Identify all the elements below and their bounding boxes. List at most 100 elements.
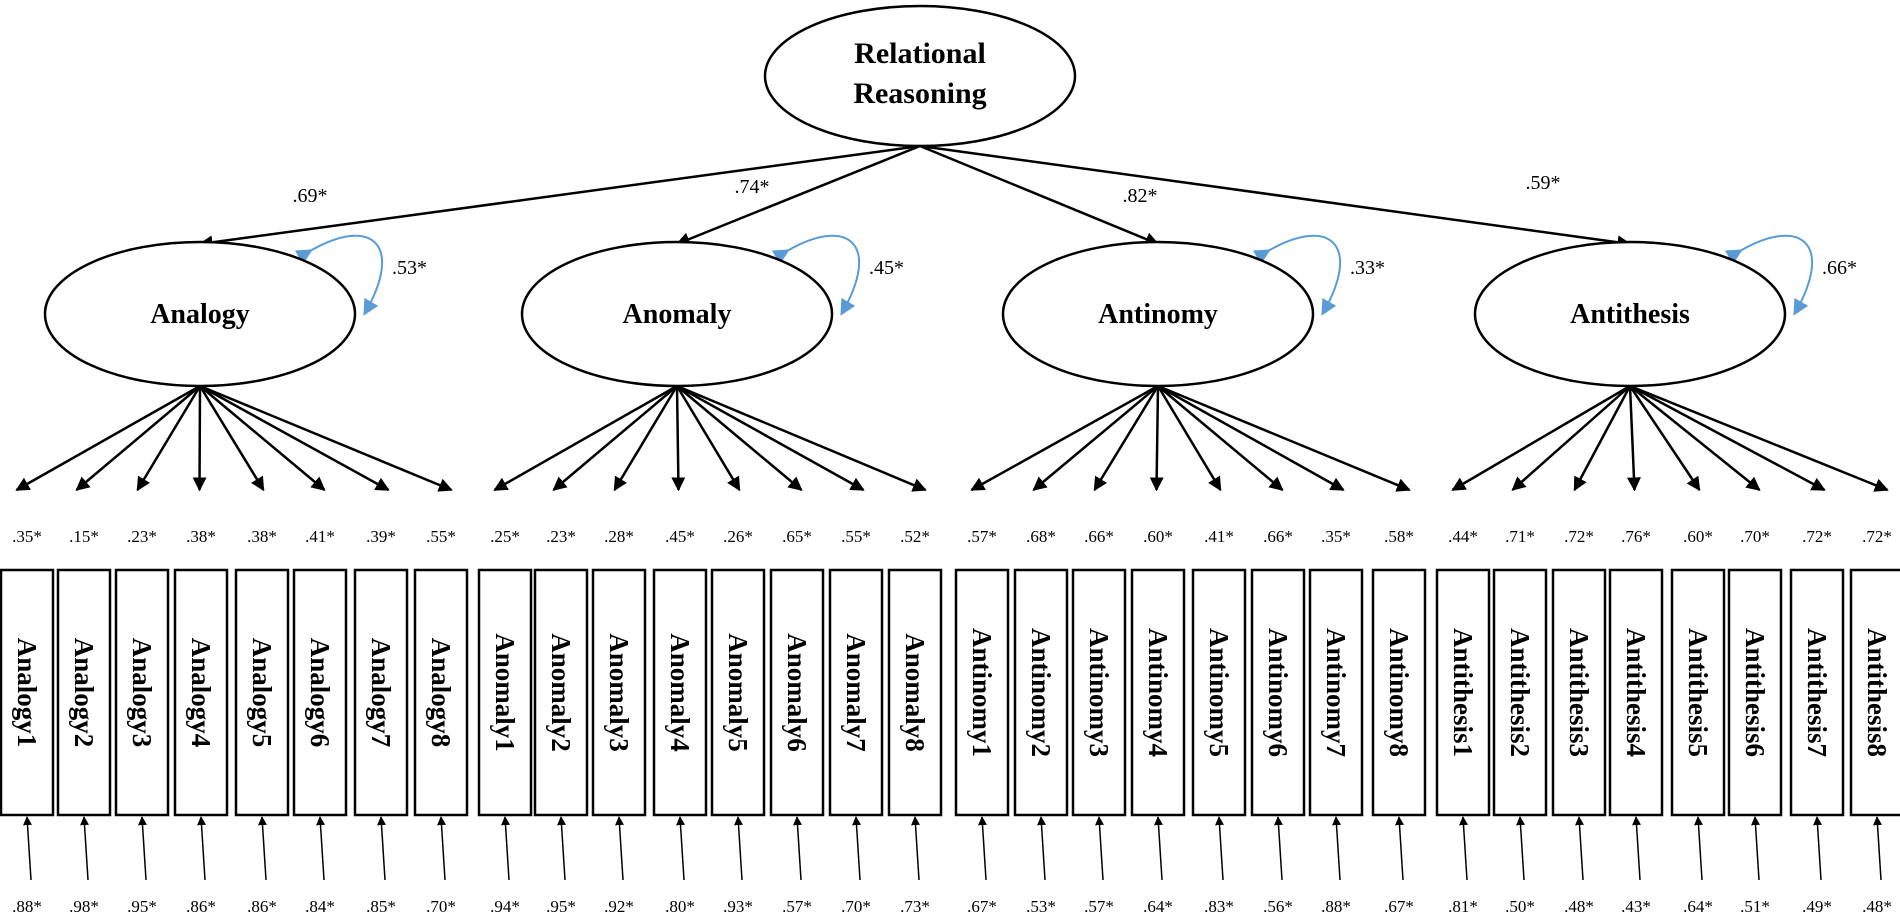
indicator-loading-label: .35* xyxy=(12,527,42,546)
factor-loading-path xyxy=(75,385,201,491)
factor-loading-path xyxy=(1093,385,1160,492)
indicator-node xyxy=(477,568,533,817)
error-path xyxy=(1332,816,1342,881)
error-variance-label: .86* xyxy=(247,897,277,916)
indicator-loading-label: .72* xyxy=(1862,527,1892,546)
error-variance-label: .86* xyxy=(186,897,216,916)
indicator-label: Antithesis4 xyxy=(1621,628,1651,757)
indicator-loading-label: .55* xyxy=(426,527,456,546)
indicator-label: Analogy4 xyxy=(186,638,216,748)
error-variance-label: .70* xyxy=(841,897,871,916)
indicator-label: Anomaly2 xyxy=(546,633,576,752)
indicator-node xyxy=(1250,568,1306,817)
error-path xyxy=(852,816,862,881)
indicator-label: Anomaly8 xyxy=(900,633,930,752)
indicator-label: Antithesis6 xyxy=(1740,628,1770,757)
error-variance-label: .95* xyxy=(546,897,576,916)
error-path xyxy=(1037,816,1047,881)
indicator-node xyxy=(710,568,766,817)
indicator-label: Analogy2 xyxy=(69,638,99,748)
factor-label: Antithesis xyxy=(1570,299,1690,330)
factor-loading-path xyxy=(1157,384,1411,492)
indicator-node xyxy=(533,568,589,817)
indicator-loading-label: .35* xyxy=(1321,527,1351,546)
factor-loading-path xyxy=(136,385,202,492)
higher-order-loading-label: .69* xyxy=(293,185,328,207)
factor-loading-path xyxy=(675,385,741,492)
residual-variance-arrow xyxy=(1724,234,1814,316)
error-variance-label: .67* xyxy=(1384,897,1414,916)
indicator-loading-label: .55* xyxy=(841,527,871,546)
higher-order-loading-label: .59* xyxy=(1526,172,1561,194)
indicator-label: Analogy3 xyxy=(127,638,157,748)
factor-loading-path xyxy=(970,384,1159,492)
indicator-node xyxy=(0,568,55,817)
indicator-node xyxy=(56,568,112,817)
error-variance-label: .56* xyxy=(1263,897,1293,916)
indicator-node xyxy=(1849,568,1900,817)
indicator-node xyxy=(1789,568,1845,817)
error-path xyxy=(615,816,625,881)
factor-loading-path xyxy=(199,384,453,492)
indicator-node xyxy=(828,568,884,817)
indicator-label: Antinomy4 xyxy=(1143,628,1173,757)
error-path xyxy=(1751,816,1761,881)
higher-order-path xyxy=(198,144,921,250)
indicator-label: Antithesis2 xyxy=(1505,628,1535,757)
higher-order-loading-label: .82* xyxy=(1123,185,1158,207)
indicator-node xyxy=(1308,568,1364,817)
indicator-loading-label: .15* xyxy=(69,527,99,546)
error-variance-label: .70* xyxy=(426,897,456,916)
indicator-node xyxy=(1727,568,1783,817)
error-path xyxy=(316,816,326,881)
indicator-label: Antinomy1 xyxy=(967,628,997,757)
indicator-node xyxy=(1551,568,1607,817)
indicator-label: Antithesis5 xyxy=(1683,628,1713,757)
factor-loading-path xyxy=(1626,385,1641,492)
factor-node xyxy=(1473,240,1787,388)
residual-variance-arrow xyxy=(771,234,861,316)
factors-group: .69*Analogy.53*.35*Analogy1.88*.15*Analo… xyxy=(0,172,1900,916)
error-variance-label: .94* xyxy=(490,897,520,916)
error-variance-label: .53* xyxy=(1026,897,1056,916)
error-path xyxy=(1395,816,1405,881)
factor-node xyxy=(1001,240,1315,388)
relational-reasoning-node xyxy=(763,4,1077,148)
factor-label: Antinomy xyxy=(1098,299,1218,330)
error-variance-label: .67* xyxy=(967,897,997,916)
higher-order-loading-label: .74* xyxy=(735,176,770,198)
factor-loading-path xyxy=(1157,384,1345,492)
error-path xyxy=(1694,816,1704,881)
factor-node xyxy=(520,240,834,388)
indicator-loading-label: .28* xyxy=(604,527,634,546)
indicator-loading-label: .45* xyxy=(665,527,695,546)
factor-loading-path xyxy=(1629,384,1826,492)
factor-loading-path xyxy=(493,384,678,492)
error-variance-label: .43* xyxy=(1621,897,1651,916)
error-path xyxy=(80,816,90,881)
factor-loading-path xyxy=(1157,385,1284,491)
error-path xyxy=(1215,816,1225,881)
error-path xyxy=(734,816,744,881)
factor-loading-path xyxy=(1511,385,1631,491)
factor-loading-path xyxy=(613,385,679,492)
indicator-node xyxy=(234,568,290,817)
factor-loading-path xyxy=(1629,384,1889,492)
higher-order-path xyxy=(919,144,1160,246)
indicator-loading-label: .23* xyxy=(127,527,157,546)
error-variance-label: .83* xyxy=(1204,897,1234,916)
error-path xyxy=(138,816,148,881)
residual-variance-label: .33* xyxy=(1350,257,1385,279)
error-path xyxy=(978,816,988,881)
indicator-node xyxy=(1608,568,1664,817)
indicator-node xyxy=(413,568,469,817)
indicator-loading-label: .71* xyxy=(1505,527,1535,546)
error-variance-label: .80* xyxy=(665,897,695,916)
indicator-label: Anomaly5 xyxy=(723,633,753,752)
factor-loading-path xyxy=(1156,385,1222,492)
error-path xyxy=(1274,816,1284,881)
error-path xyxy=(1095,816,1105,881)
indicator-node xyxy=(652,568,708,817)
indicator-label: Anomaly4 xyxy=(665,633,695,752)
error-variance-label: .88* xyxy=(12,897,42,916)
